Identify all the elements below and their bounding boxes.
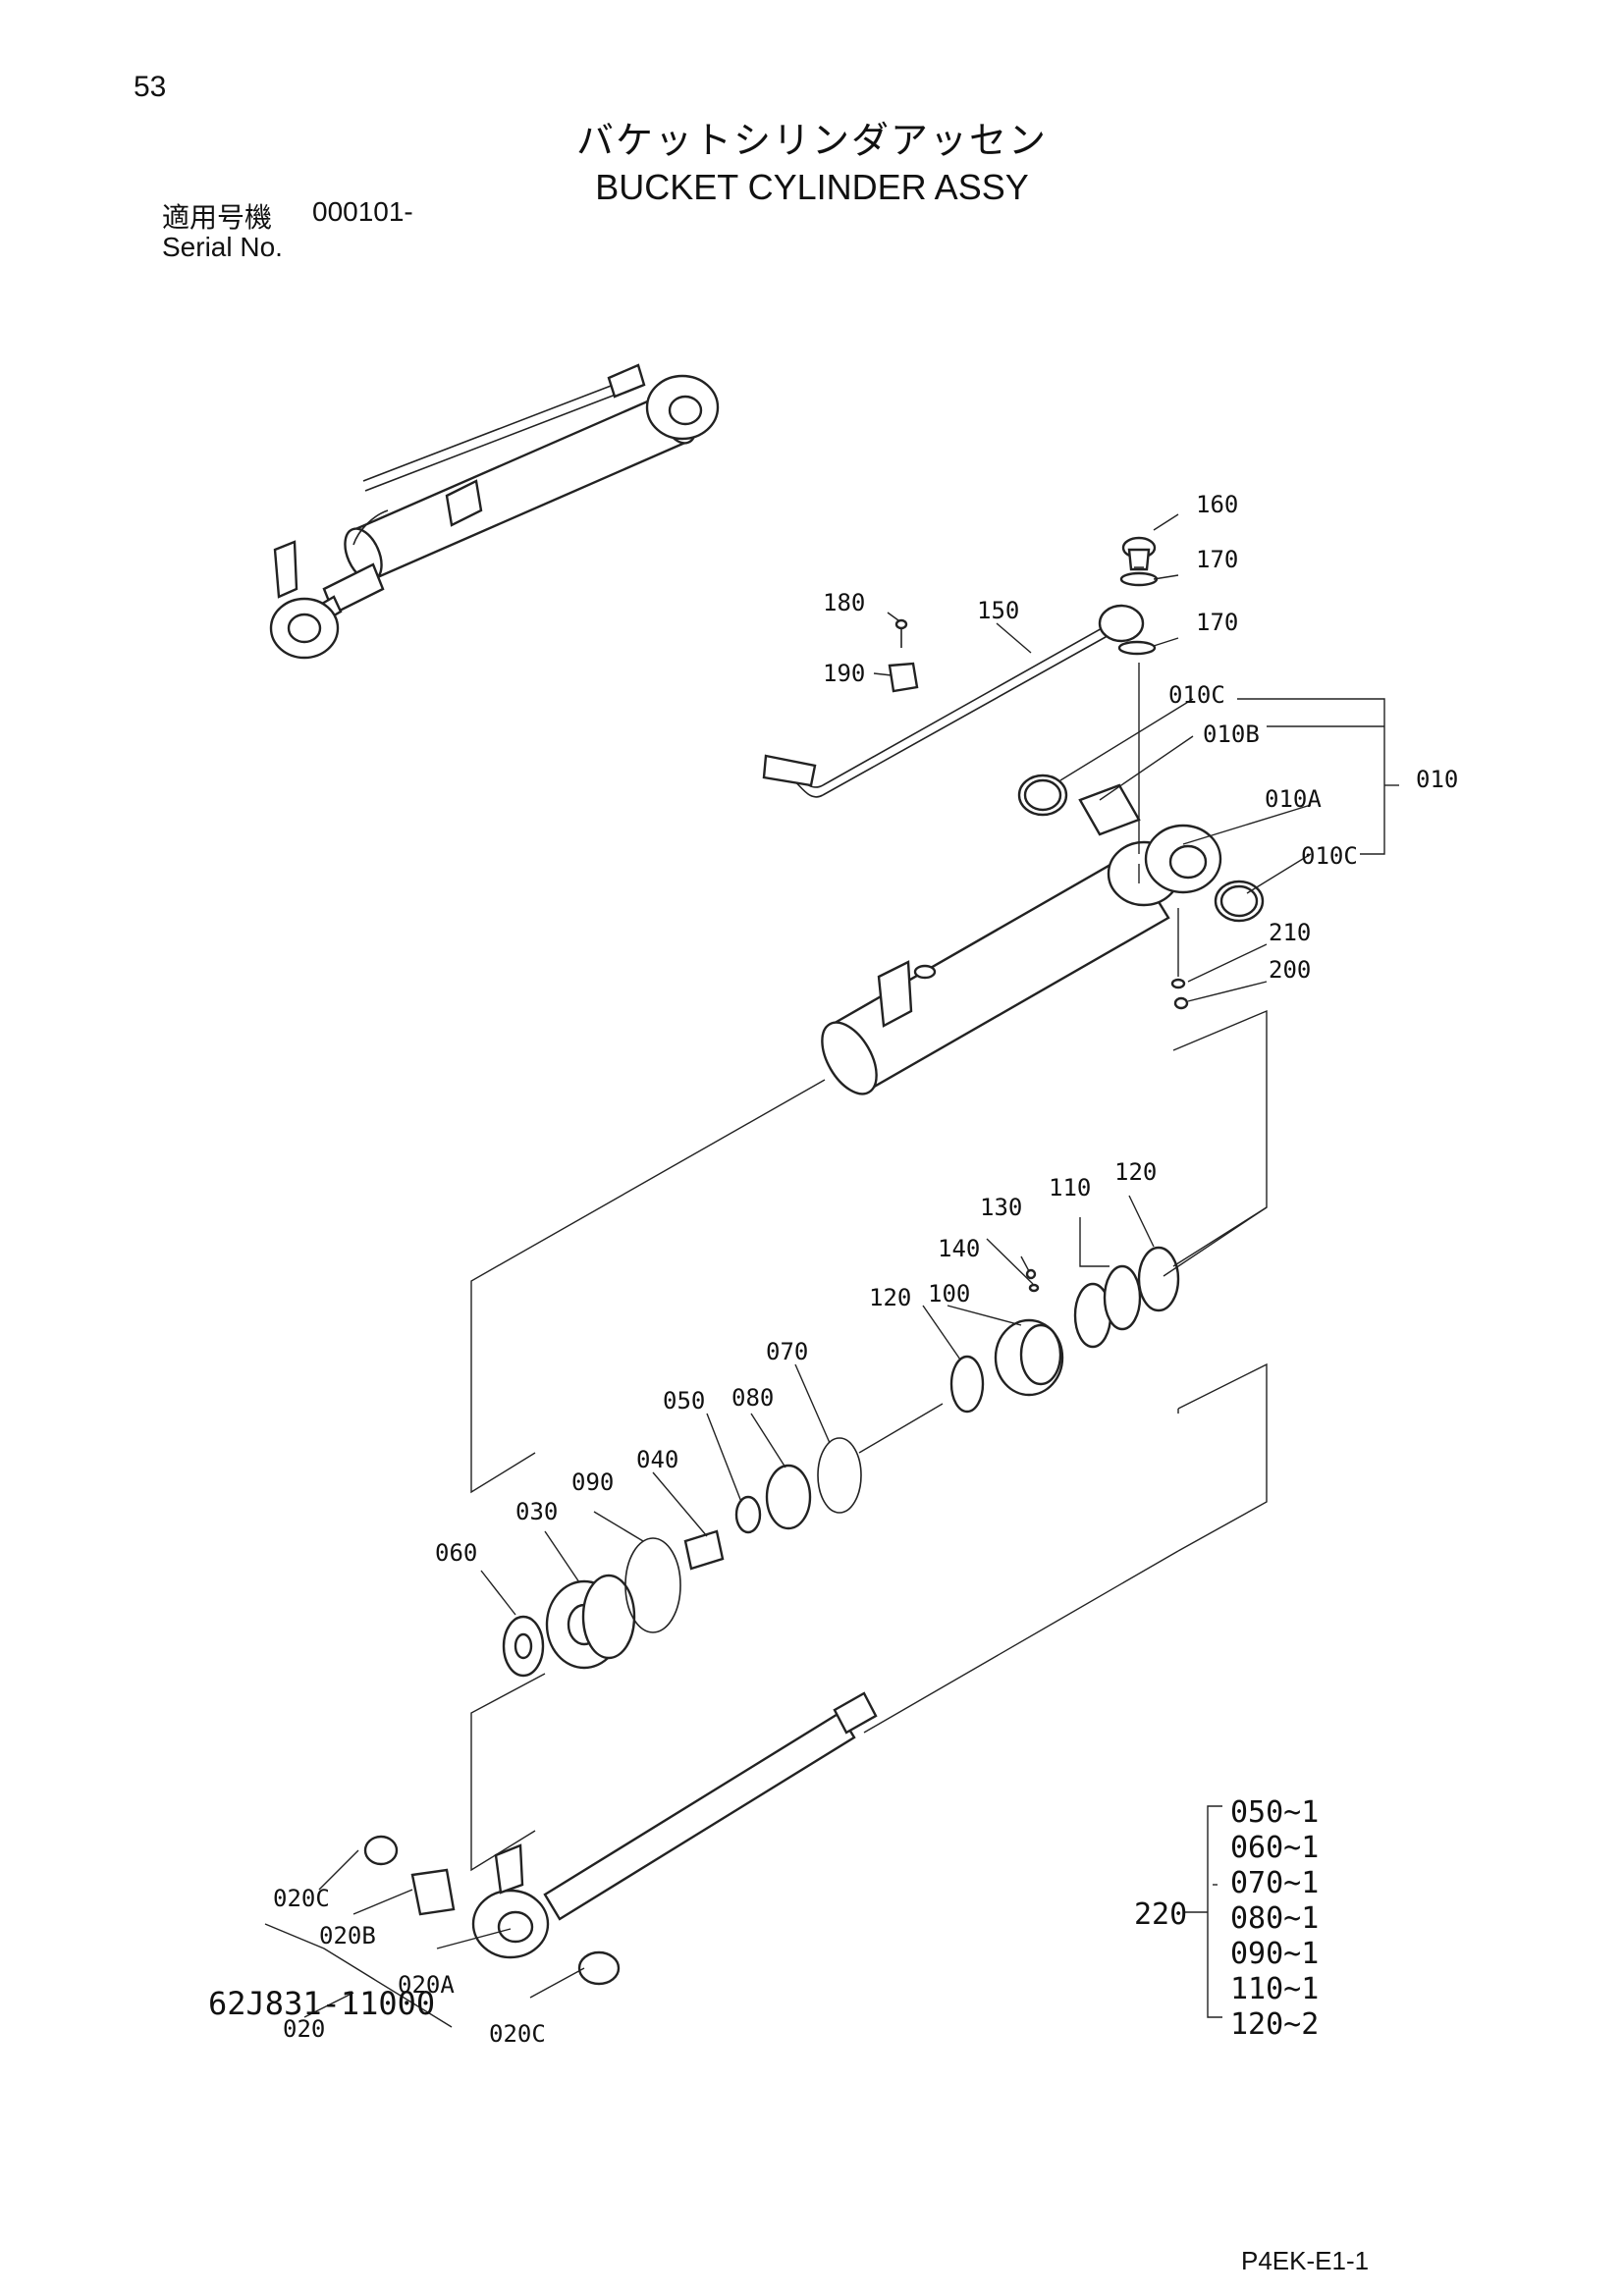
callout-200: 200: [1269, 956, 1311, 984]
leader-lines: [264, 513, 1399, 2028]
callout-010C-bottom: 010C: [1301, 842, 1358, 870]
callout-080: 080: [731, 1384, 774, 1412]
hose-assembly: [762, 536, 1159, 798]
callout-070: 070: [766, 1338, 808, 1365]
callout-020A: 020A: [398, 1971, 455, 1999]
callout-020: 020: [283, 2015, 325, 2043]
callout-050: 050: [663, 1387, 705, 1415]
seal-kit-item: 090~1: [1230, 1937, 1319, 1971]
seal-kit-item: 070~1: [1230, 1866, 1319, 1900]
callout-020C-bottom: 020C: [489, 2020, 546, 2048]
callout-010C-top: 010C: [1168, 681, 1225, 709]
callout-170-lower: 170: [1196, 609, 1238, 636]
callout-120-left: 120: [869, 1284, 911, 1311]
seal-kit-list: 220 050~1 060~1 070~1 080~1 090~1 110~1 …: [1134, 1795, 1319, 2042]
assembled-cylinder-illustration: [269, 363, 720, 660]
callout-010: 010: [1416, 766, 1458, 793]
seal-and-piston-parts: [502, 1246, 1180, 1678]
callout-100: 100: [928, 1280, 970, 1308]
serial-value: 000101-: [312, 196, 413, 227]
callout-010B: 010B: [1203, 721, 1260, 748]
callout-150: 150: [977, 597, 1019, 624]
callout-170-upper: 170: [1196, 546, 1238, 573]
cylinder-tube: [821, 774, 1265, 1095]
callout-110: 110: [1049, 1174, 1091, 1201]
seal-kit-item: 120~2: [1230, 2007, 1319, 2042]
callout-020C-top: 020C: [273, 1885, 330, 1912]
callout-030: 030: [515, 1498, 558, 1525]
seal-kit-item: 110~1: [1230, 1972, 1319, 2006]
drawing-part-number: 62J831-11000: [208, 1985, 436, 2022]
title-japanese: バケットシリンダアッセン: [575, 119, 1048, 162]
callout-020B: 020B: [319, 1922, 376, 1949]
seal-kit-item: 050~1: [1230, 1795, 1319, 1830]
seal-kit-number: 220: [1134, 1897, 1187, 1932]
serial-label-japanese: 適用号機: [162, 201, 273, 234]
callout-120-right: 120: [1114, 1158, 1157, 1186]
callout-210: 210: [1269, 919, 1311, 946]
callout-090: 090: [571, 1468, 614, 1496]
seal-kit-item: 060~1: [1230, 1831, 1319, 1865]
callout-190: 190: [823, 660, 865, 687]
callout-130: 130: [980, 1194, 1022, 1221]
page-number: 53: [134, 71, 167, 103]
callout-040: 040: [636, 1446, 678, 1473]
title-english: BUCKET CYLINDER ASSY: [595, 167, 1029, 207]
callout-160: 160: [1196, 491, 1238, 518]
serial-label-english: Serial No.: [162, 232, 283, 262]
seal-kit-item: 080~1: [1230, 1901, 1319, 1936]
callout-060: 060: [435, 1539, 477, 1567]
callout-140: 140: [938, 1235, 980, 1262]
callout-010A: 010A: [1265, 785, 1322, 813]
page-code: P4EK-E1-1: [1241, 2246, 1370, 2275]
callout-180: 180: [823, 589, 865, 616]
piston-rod: [363, 1691, 878, 1986]
callout-labels: 160 170 170 180 150 190 010C 010B 010 01…: [273, 491, 1458, 2048]
